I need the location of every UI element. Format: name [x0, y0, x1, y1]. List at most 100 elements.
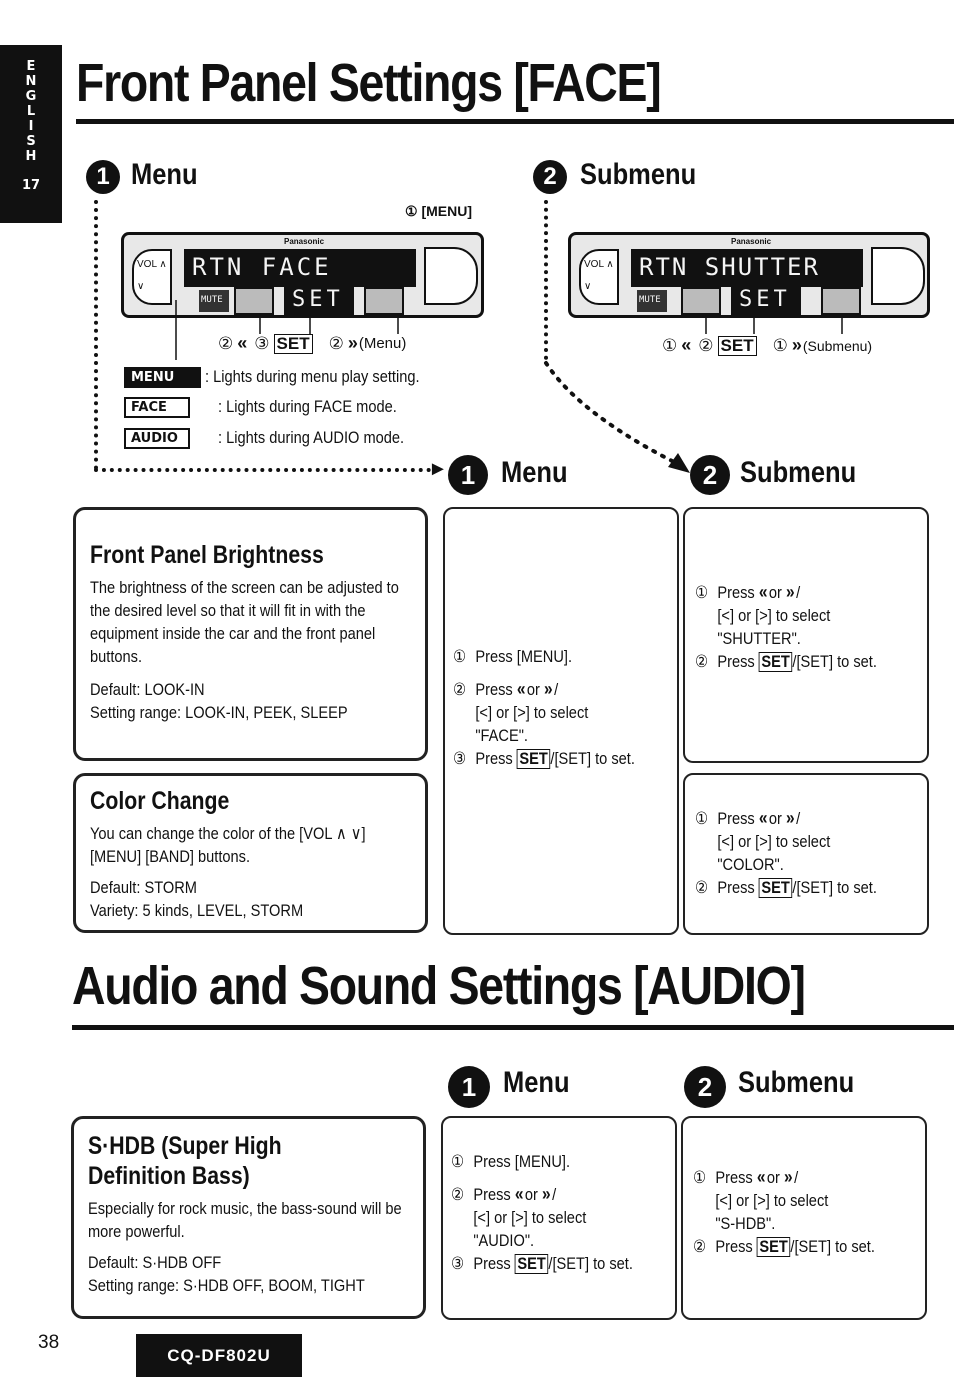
title-rule — [76, 119, 954, 124]
step-text: Press — [475, 680, 513, 699]
left-chevron-icon: « — [756, 1167, 766, 1187]
step-text: /[SET] to set. — [792, 652, 877, 671]
color-change-variety: Variety: 5 kinds, LEVEL, STORM — [90, 901, 304, 920]
step-number: ① — [695, 583, 709, 602]
step-text: Press — [473, 1254, 511, 1273]
step-number: ① — [451, 1152, 465, 1171]
step-number: ② — [453, 680, 467, 699]
legend-text: : Lights during menu play setting. — [204, 367, 420, 386]
side-page-number: 17 — [21, 178, 41, 193]
submenu-number-badge: 2 — [684, 1066, 726, 1108]
legend-row: MENU : Lights during menu play setting. — [124, 363, 454, 391]
mute-label: MUTE — [637, 290, 667, 312]
right-chevron-icon: » — [785, 808, 795, 828]
step-number: ② — [695, 878, 709, 897]
submenu-keys-row: ① « ② SET ① » (Submenu) — [662, 335, 872, 356]
step-text: Press — [473, 1185, 511, 1204]
dotted-guide — [94, 468, 439, 472]
shdb-title: S·HDB (Super High — [88, 1132, 282, 1160]
left-button-icon — [234, 287, 274, 315]
submenu-number-badge: 2 — [690, 455, 730, 495]
step-text: [<] or [>] to select — [715, 1191, 829, 1210]
set-key: SET — [758, 878, 793, 898]
left-chevron-icon: « — [514, 1184, 524, 1204]
step-number: ② — [695, 652, 709, 671]
brightness-info-box: Front Panel Brightness The brightness of… — [73, 507, 428, 761]
brightness-range: Setting range: LOOK-IN, PEEK, SLEEP — [90, 703, 348, 722]
model-number-badge: CQ-DF802U — [136, 1334, 302, 1377]
step-text: / — [796, 583, 801, 602]
key-step-number: ② — [698, 335, 714, 355]
callout-lines — [705, 318, 843, 334]
step-text: "COLOR". — [717, 855, 784, 874]
step-text: Press — [717, 583, 755, 602]
submenu-number-badge: 2 — [533, 160, 567, 194]
title-rule — [72, 1025, 954, 1030]
step-text: or — [766, 1168, 780, 1187]
step-number: ② — [451, 1185, 465, 1204]
legend-text: : Lights during FACE mode. — [218, 397, 397, 416]
step-text: [<] or [>] to select — [473, 1208, 587, 1227]
menu-number-badge: 1 — [448, 455, 488, 495]
side-letter: H — [25, 149, 37, 164]
step-number: ② — [693, 1237, 707, 1256]
right-button-icon — [821, 287, 861, 315]
key-note: (Submenu) — [802, 337, 873, 354]
step-text: [<] or [>] to select — [717, 606, 831, 625]
front-panel-display-face: VOL ∧∨ RTN FACE Panasonic MUTE SET — [121, 232, 484, 318]
vol-label: VOL — [584, 259, 604, 270]
step-text: Press — [717, 809, 755, 828]
legend-row: AUDIO : Lights during AUDIO mode. — [124, 423, 454, 453]
color-change-title: Color Change — [90, 787, 230, 815]
menu-band-button — [424, 247, 478, 305]
step-text: or — [524, 1185, 538, 1204]
menu-indicator-badge: MENU — [124, 366, 201, 388]
audio-indicator-badge: AUDIO — [124, 427, 190, 449]
menu-button-callout: ① [MENU] — [405, 203, 472, 219]
brightness-title: Front Panel Brightness — [90, 541, 324, 569]
side-letter: E — [26, 59, 36, 74]
legend-row: FACE : Lights during FACE mode. — [124, 391, 454, 423]
step-text: or — [768, 583, 782, 602]
step-text: Press — [717, 878, 755, 897]
set-key: SET — [717, 335, 757, 356]
set-segment: SET — [284, 287, 354, 315]
section-title-audio: Audio and Sound Settings [AUDIO] — [72, 956, 806, 1016]
arrow-right-icon: ► — [428, 458, 448, 480]
right-button-icon — [364, 287, 404, 315]
shdb-info-box: S·HDB (Super High Definition Bass) Espec… — [71, 1116, 426, 1319]
set-key: SET — [516, 749, 551, 769]
color-change-default: Default: STORM — [90, 878, 197, 897]
side-letter: N — [25, 74, 37, 89]
page-number: 38 — [38, 1332, 60, 1353]
shdb-description: Especially for rock music, the bass-soun… — [88, 1199, 402, 1241]
key-note: (Menu) — [358, 335, 407, 352]
step-number: ① — [693, 1168, 707, 1187]
set-key: SET — [514, 1254, 549, 1274]
step-text: "AUDIO". — [473, 1231, 535, 1250]
step-text: /[SET] to set. — [790, 1237, 875, 1256]
brand-label: Panasonic — [284, 237, 325, 246]
dotted-guide — [94, 200, 98, 470]
left-chevron-icon: « — [758, 582, 768, 602]
step-text: Press — [715, 1237, 753, 1256]
left-chevron-icon: « — [681, 335, 691, 355]
menu-band-button — [871, 247, 925, 305]
shdb-title: Definition Bass) — [88, 1162, 250, 1190]
face-indicator-badge: FACE — [124, 396, 190, 418]
